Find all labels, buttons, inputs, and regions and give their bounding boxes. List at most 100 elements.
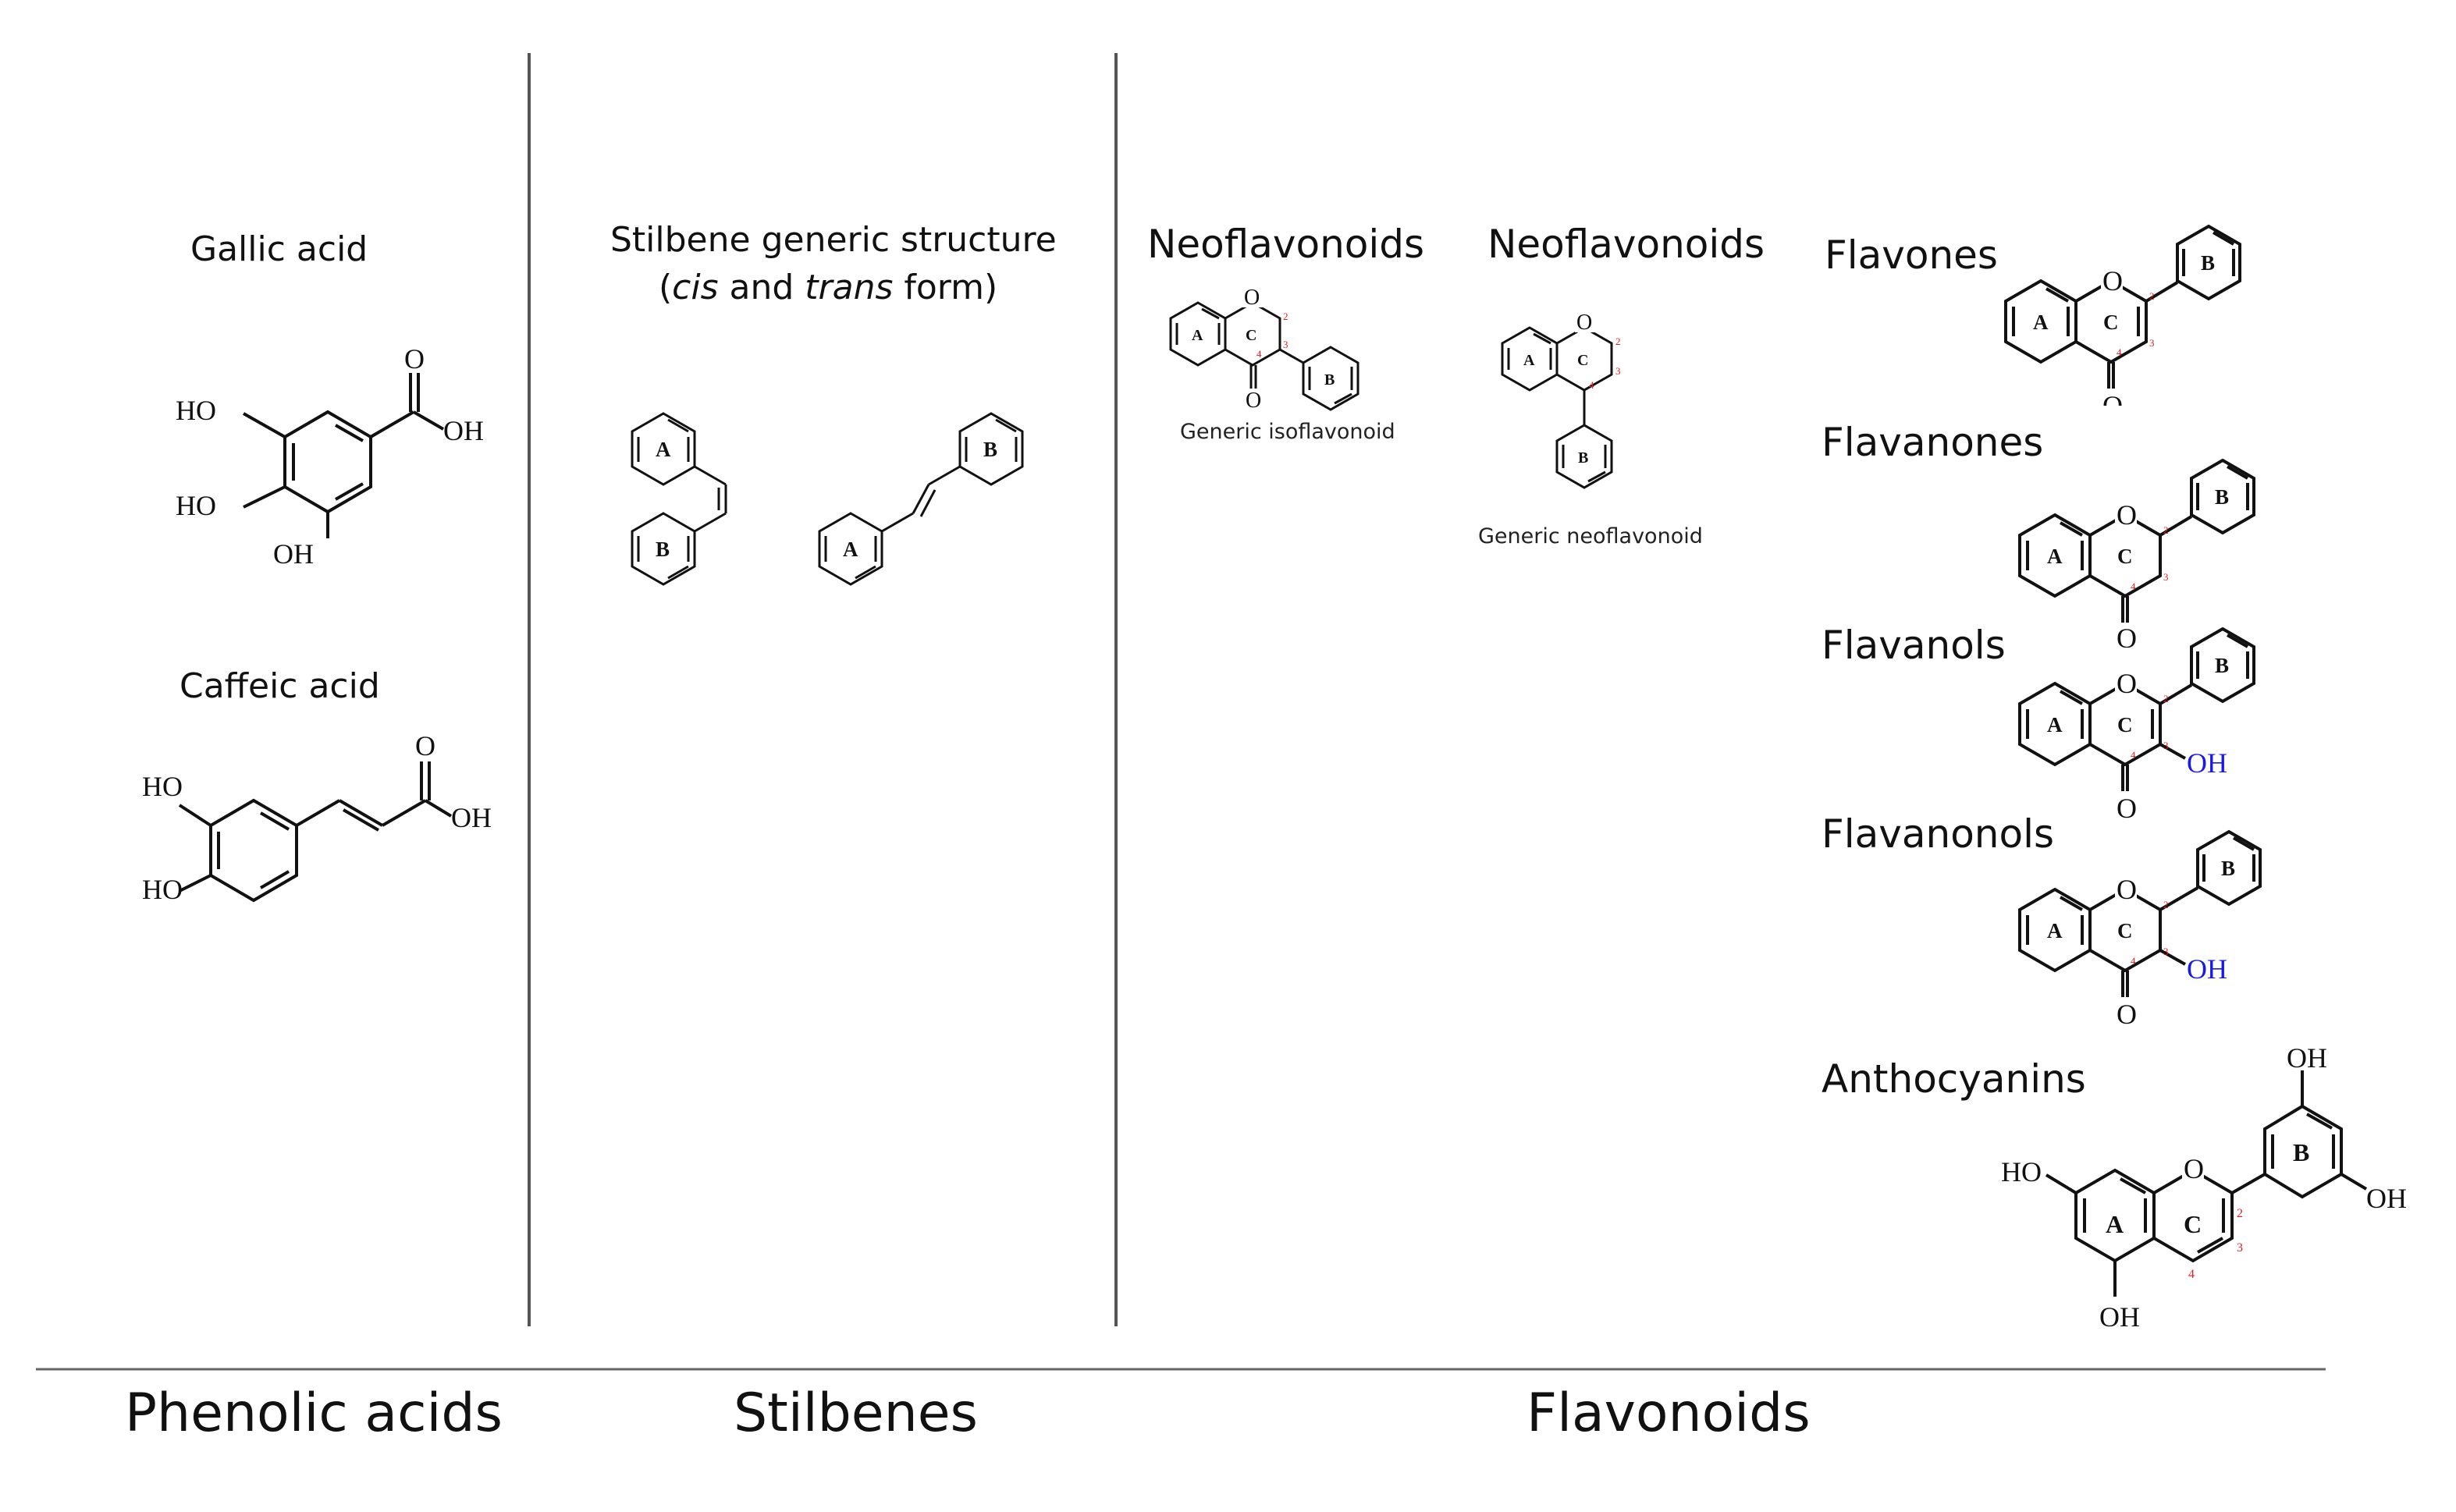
neoflavonoid-pos-2: 2: [1615, 335, 1621, 347]
neoflavonoid-caption: Generic neoflavonoid: [1478, 524, 1703, 548]
neoflavonoid-pos-4: 4: [1589, 379, 1594, 391]
flavanonols-ring-b-label: B: [2221, 857, 2235, 880]
footer-stilbenes: Stilbenes: [734, 1382, 978, 1444]
anthocyanins-ho-left-label: HO: [2001, 1156, 2042, 1187]
neoflavonoid-ring-c-label: C: [1577, 352, 1588, 369]
stilbene-title-trans: trans: [805, 268, 894, 307]
flavanonols-pos-2: 2: [2163, 899, 2169, 910]
flavanones-pos-2: 2: [2163, 524, 2169, 536]
flavanols-pos-4: 4: [2131, 749, 2136, 761]
trans-ring-a-label: A: [843, 538, 858, 561]
flavanonols-pos-3: 3: [2163, 946, 2169, 957]
flavanonols-structure: O O OH A C B 2 3 4: [2018, 829, 2262, 1030]
anthocyanins-structure: O HO OH OH OH A C B 2 3 4: [2001, 1042, 2407, 1333]
flavanonols-oh-label: OH: [2187, 953, 2227, 985]
gallic-ho-mid-label: HO: [176, 490, 216, 521]
cis-ring-a-label: A: [656, 438, 671, 461]
flavanols-oh-label: OH: [2187, 747, 2227, 779]
flavones-pos-4: 4: [2117, 346, 2122, 358]
flavanones-o-ring-label: O: [2117, 499, 2137, 531]
anthocyanins-oh-bottom-label: OH: [2099, 1301, 2140, 1333]
gallic-acid-name: Gallic acid: [190, 229, 368, 269]
flavanonols-o-ring-label: O: [2117, 874, 2137, 905]
isoflavonoid-pos-4: 4: [1256, 348, 1262, 360]
footer-flavonoids: Flavonoids: [1527, 1382, 1811, 1444]
flavones-structure: O O A C B 2 3 4: [2004, 224, 2241, 406]
isoflavonoid-structure: O O A C B 2 3 4: [1169, 286, 1360, 413]
gallic-oh-label: OH: [443, 415, 484, 446]
trans-ring-b-label: B: [983, 438, 997, 461]
flavanols-o-carbonyl-label: O: [2117, 793, 2137, 824]
anthocyanins-o-ring-label: O: [2184, 1153, 2204, 1184]
caffeic-oh-label: OH: [451, 802, 492, 833]
anthocyanins-oh-top-label: OH: [2287, 1042, 2327, 1074]
flavones-ring-c-label: C: [2103, 311, 2119, 334]
caffeic-ho-top-label: HO: [142, 771, 183, 802]
stilbene-title-close: form): [893, 268, 998, 307]
flavanols-pos-2: 2: [2163, 693, 2169, 705]
flavones-o-ring-label: O: [2102, 265, 2123, 296]
stilbene-title-line2: (cis and trans form): [659, 268, 997, 307]
flavanols-o-ring-label: O: [2117, 668, 2137, 699]
flavanols-ring-a-label: A: [2047, 713, 2063, 736]
anthocyanins-ring-b-label: B: [2293, 1138, 2309, 1166]
flavanols-ring-c-label: C: [2117, 713, 2133, 736]
isoflavonoid-o-ring-label: O: [1244, 286, 1260, 310]
flavanones-structure: O O A C B 2 3 4: [2018, 458, 2255, 648]
flavanones-name: Flavanones: [1822, 420, 2044, 465]
gallic-acid-structure: O OH HO HO OH: [176, 343, 484, 570]
isoflavonoid-pos-2: 2: [1283, 311, 1288, 322]
neoflavonoid-o-label: O: [1576, 311, 1592, 335]
anthocyanins-ring-a-label: A: [2106, 1210, 2124, 1238]
stilbene-title-line1: Stilbene generic structure: [610, 220, 1057, 260]
isoflavonoid-ring-b-label: B: [1324, 371, 1335, 389]
flavones-o-carbonyl-label: O: [2102, 390, 2123, 406]
anthocyanins-ring-c-label: C: [2184, 1210, 2202, 1238]
flavanones-ring-a-label: A: [2047, 545, 2063, 568]
flavones-pos-2: 2: [2149, 290, 2155, 302]
flavanols-ring-b-label: B: [2215, 654, 2229, 677]
flavanonols-ring-c-label: C: [2117, 919, 2133, 942]
stilbene-title-open: (: [659, 268, 673, 307]
neoflavonoids-name-1: Neoflavonoids: [1147, 222, 1425, 267]
flavones-name: Flavones: [1825, 232, 1998, 278]
anthocyanins-pos-4: 4: [2188, 1268, 2195, 1281]
flavanones-o-carbonyl-label: O: [2117, 623, 2137, 648]
flavones-pos-3: 3: [2149, 337, 2155, 349]
flavanones-ring-c-label: C: [2117, 545, 2133, 568]
neoflavonoid-ring-a-label: A: [1523, 352, 1535, 369]
flavones-ring-b-label: B: [2201, 251, 2215, 275]
isoflavonoid-caption: Generic isoflavonoid: [1180, 420, 1395, 444]
caffeic-o-label: O: [415, 730, 435, 761]
flavanonols-pos-4: 4: [2131, 955, 2136, 967]
neoflavonoid-ring-b-label: B: [1578, 449, 1588, 467]
cis-ring-b-label: B: [656, 538, 670, 561]
neoflavonoids-name-2: Neoflavonoids: [1487, 222, 1765, 267]
flavanones-pos-3: 3: [2163, 571, 2169, 583]
neoflavonoid-pos-3: 3: [1615, 365, 1621, 377]
neoflavonoid-structure: O A C B 2 3 4: [1501, 311, 1621, 489]
caffeic-acid-structure: O OH HO HO: [142, 730, 492, 905]
anthocyanins-pos-3: 3: [2237, 1241, 2243, 1255]
flavanonols-ring-a-label: A: [2047, 919, 2063, 942]
isoflavonoid-pos-3: 3: [1283, 339, 1288, 350]
flavanols-pos-3: 3: [2163, 740, 2169, 751]
flavanols-structure: O O OH A C B 2 3 4: [2018, 626, 2255, 824]
footer-phenolic-acids: Phenolic acids: [125, 1382, 503, 1444]
gallic-ho-top-label: HO: [176, 395, 216, 426]
gallic-o-label: O: [404, 343, 425, 374]
isoflavonoid-o-carbonyl-label: O: [1246, 389, 1261, 413]
flavanols-name: Flavanols: [1822, 623, 2006, 668]
flavanones-pos-4: 4: [2131, 580, 2136, 592]
isoflavonoid-ring-c-label: C: [1246, 327, 1256, 344]
caffeic-acid-name: Caffeic acid: [179, 666, 380, 706]
isoflavonoid-ring-a-label: A: [1192, 327, 1203, 344]
gallic-oh-bottom-label: OH: [273, 538, 314, 570]
anthocyanins-name: Anthocyanins: [1822, 1056, 2086, 1102]
trans-stilbene-structure: A B: [818, 412, 1024, 586]
caffeic-ho-bottom-label: HO: [142, 874, 183, 905]
flavanones-ring-b-label: B: [2215, 485, 2229, 509]
stilbene-title-and: and: [718, 268, 805, 307]
